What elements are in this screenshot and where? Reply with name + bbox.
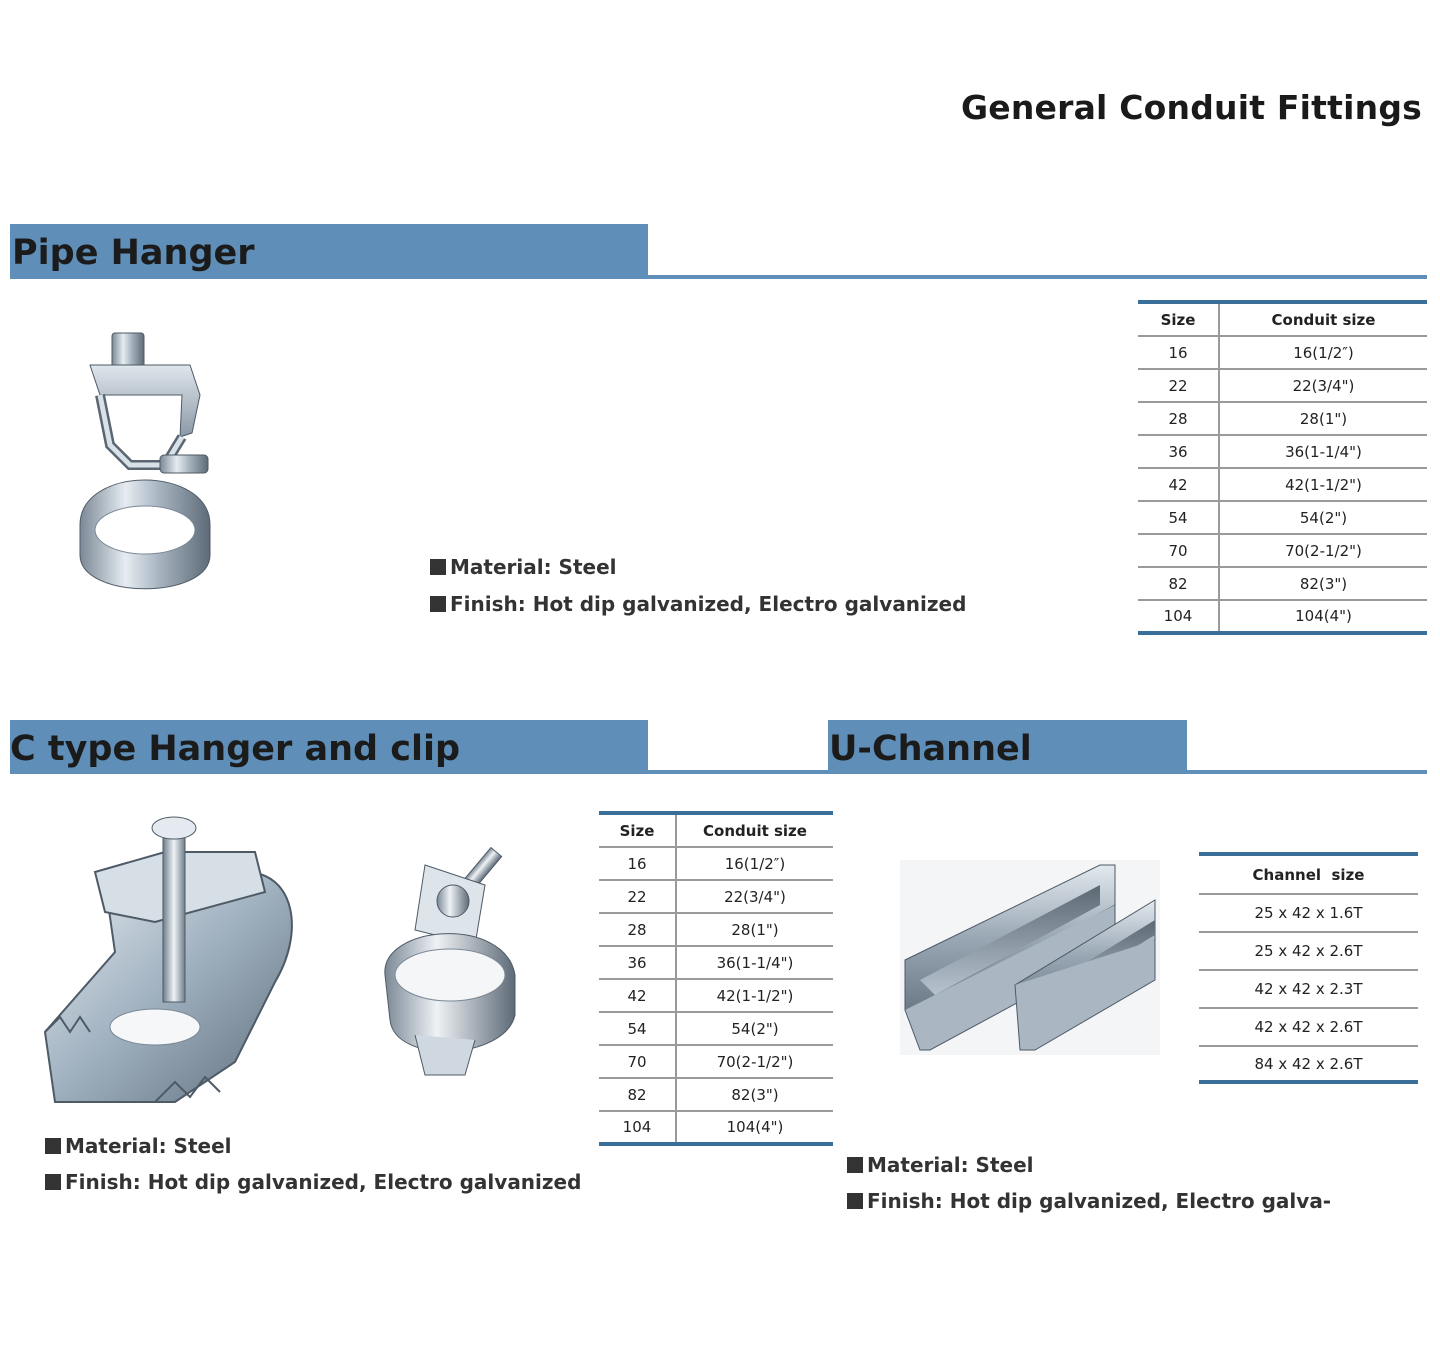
u-channel-material: Material: Steel bbox=[847, 1153, 1034, 1177]
table-cell: 42 bbox=[1138, 468, 1220, 502]
table-cell: 82 bbox=[599, 1078, 677, 1112]
table-cell: 54(2") bbox=[676, 1012, 833, 1046]
bullet-square-icon bbox=[45, 1174, 61, 1190]
section-line-c-type bbox=[10, 770, 828, 774]
table-cell: 25 x 42 x 1.6T bbox=[1199, 894, 1418, 933]
table-cell: 104 bbox=[599, 1111, 677, 1146]
bullet-square-icon bbox=[847, 1193, 863, 1209]
section-line-pipe-hanger bbox=[10, 275, 1427, 279]
pipe-hanger-image bbox=[79, 332, 211, 590]
table-cell: 22 bbox=[1138, 369, 1220, 403]
bullet-square-icon bbox=[430, 596, 446, 612]
table-header: Conduit size bbox=[1219, 300, 1427, 337]
table-cell: 22(3/4") bbox=[676, 880, 833, 914]
section-title-u-channel: U-Channel bbox=[829, 729, 1032, 769]
table-cell: 22 bbox=[599, 880, 677, 914]
page-title: General Conduit Fittings bbox=[960, 88, 1422, 127]
table-cell: 42 bbox=[599, 979, 677, 1013]
table-cell: 104(4") bbox=[676, 1111, 833, 1146]
table-cell: 36(1-1/4") bbox=[676, 946, 833, 980]
table-cell: 16 bbox=[599, 847, 677, 881]
table-cell: 70(2-1/2") bbox=[676, 1045, 833, 1079]
c-type-material: Material: Steel bbox=[45, 1134, 232, 1158]
bullet-square-icon bbox=[430, 559, 446, 575]
table-row: 25 x 42 x 1.6T bbox=[1199, 894, 1418, 933]
table-cell: 42(1-1/2") bbox=[676, 979, 833, 1013]
table-header: Size bbox=[1138, 300, 1220, 337]
table-cell: 70 bbox=[599, 1045, 677, 1079]
table-cell: 70 bbox=[1138, 534, 1220, 568]
pipe-hanger-material: Material: Steel bbox=[430, 555, 617, 579]
table-cell: 16 bbox=[1138, 336, 1220, 370]
c-type-hanger-image bbox=[43, 816, 293, 1103]
section-title-c-type: C type Hanger and clip bbox=[10, 729, 461, 769]
table-cell: 28 bbox=[599, 913, 677, 947]
table-row: 84 x 42 x 2.6T bbox=[1199, 1046, 1418, 1084]
clip-image bbox=[384, 846, 516, 1076]
table-row: 42 x 42 x 2.6T bbox=[1199, 1008, 1418, 1047]
table-cell: 104(4") bbox=[1219, 600, 1427, 635]
table-cell: 25 x 42 x 2.6T bbox=[1199, 932, 1418, 971]
section-line-u-channel bbox=[828, 770, 1427, 774]
table-cell: 28 bbox=[1138, 402, 1220, 436]
table-cell: 36 bbox=[599, 946, 677, 980]
table-cell: 42 x 42 x 2.3T bbox=[1199, 970, 1418, 1009]
table-cell: 54 bbox=[1138, 501, 1220, 535]
bullet-square-icon bbox=[45, 1138, 61, 1154]
table-header: Size bbox=[599, 811, 677, 848]
table-cell: 16(1/2″) bbox=[676, 847, 833, 881]
table-cell: 70(2-1/2") bbox=[1219, 534, 1427, 568]
table-cell: 82 bbox=[1138, 567, 1220, 601]
table-cell: 16(1/2″) bbox=[1219, 336, 1427, 370]
table-row: 25 x 42 x 2.6T bbox=[1199, 932, 1418, 971]
section-bar-pipe-hanger bbox=[10, 224, 648, 276]
table-cell: 42 x 42 x 2.6T bbox=[1199, 1008, 1418, 1047]
table-header: Channel size bbox=[1199, 852, 1418, 895]
table-header: Conduit size bbox=[676, 811, 833, 848]
table-cell: 82(3") bbox=[1219, 567, 1427, 601]
table-cell: 84 x 42 x 2.6T bbox=[1199, 1046, 1418, 1084]
section-bar-c-type bbox=[10, 720, 648, 772]
u-channel-size-table: Channel size 25 x 42 x 1.6T 25 x 42 x 2.… bbox=[1199, 852, 1418, 1084]
table-cell: 28(1") bbox=[1219, 402, 1427, 436]
table-cell: 22(3/4") bbox=[1219, 369, 1427, 403]
u-channel-finish: Finish: Hot dip galvanized, Electro galv… bbox=[847, 1189, 1331, 1213]
table-cell: 28(1") bbox=[676, 913, 833, 947]
bullet-square-icon bbox=[847, 1157, 863, 1173]
u-channel-image bbox=[900, 860, 1160, 1055]
pipe-hanger-finish: Finish: Hot dip galvanized, Electro galv… bbox=[430, 592, 966, 616]
c-type-finish: Finish: Hot dip galvanized, Electro galv… bbox=[45, 1170, 581, 1194]
section-bar-u-channel bbox=[828, 720, 1187, 772]
section-title-pipe-hanger: Pipe Hanger bbox=[12, 233, 255, 273]
table-cell: 54 bbox=[599, 1012, 677, 1046]
table-cell: 36(1-1/4") bbox=[1219, 435, 1427, 469]
table-cell: 36 bbox=[1138, 435, 1220, 469]
table-row: 42 x 42 x 2.3T bbox=[1199, 970, 1418, 1009]
table-cell: 42(1-1/2") bbox=[1219, 468, 1427, 502]
table-cell: 82(3") bbox=[676, 1078, 833, 1112]
table-cell: 54(2") bbox=[1219, 501, 1427, 535]
table-cell: 104 bbox=[1138, 600, 1220, 635]
